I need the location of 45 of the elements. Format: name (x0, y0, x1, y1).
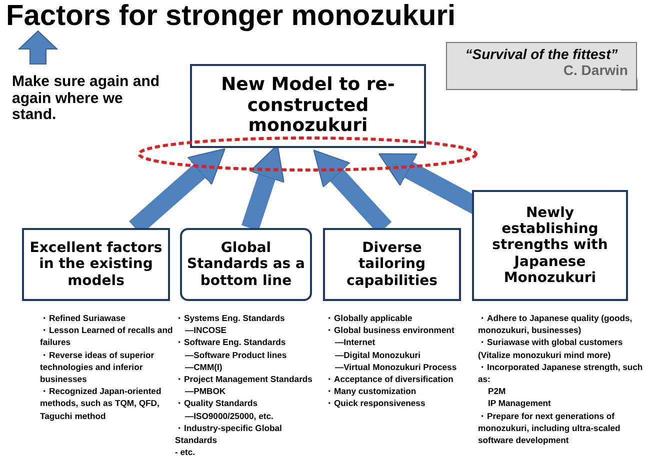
bullet-item: ・Refined Suriawase (40, 312, 126, 324)
bullet-item: ・Adhere to Japanese quality (goods, monozukuri, businesses) (478, 312, 634, 336)
bullet-item: P2M (487, 385, 507, 398)
box-title: New Model to re-constructed monozukuri (220, 74, 396, 138)
bullet-item: ・Acceptance of diversification (325, 373, 454, 386)
factor-box (323, 228, 461, 301)
bullet-item: —ISO9000/25000, etc. (184, 410, 274, 422)
box-title: Newly establishing strengths with Japanese Monozukuri (491, 205, 609, 286)
bullet-item: —PMBOK (184, 385, 227, 398)
quote-note (446, 42, 637, 90)
bullet-item: IP Management (487, 397, 552, 410)
bullet-item: ・Prepare for next generations of monozukuri, including ultra-scaled software development (478, 410, 622, 446)
bullet-item: —Virtual Monozukuri Process (334, 360, 458, 374)
bullet-item: ・Globally applicable (325, 312, 414, 324)
factor-box (472, 190, 628, 301)
factor-box (22, 228, 170, 301)
bullet-item: ・Project Management Standards (175, 373, 314, 386)
box-title: Excellent factors in the existing models (28, 240, 164, 289)
bullet-item: ・Reverse ideas of superior technologies and inferior businesses (40, 348, 156, 386)
bullet-item: ・Quick responsiveness (325, 397, 426, 410)
bullet-item: ・Systems Eng. Standards (175, 312, 286, 324)
bullet-item: —Software Product lines (184, 348, 288, 361)
quote-text: “Survival of the fittest” (464, 46, 619, 62)
bullet-item: ・Lesson Learned of recalls and failures (40, 324, 174, 349)
bullet-item: - etc. (175, 446, 196, 458)
bullet-item: ・Software Eng. Standards (175, 336, 287, 349)
bullet-item: ・Recognized Japan-oriented methods, such as TQM, QFD, Taguchi method (40, 385, 162, 422)
bullet-item: —CMM(I) (184, 360, 224, 374)
bullet-item: —Digital Monozukuri (334, 348, 422, 361)
dashed-ellipse (137, 136, 478, 172)
bullet-item: —INCOSE (184, 324, 228, 336)
bullet-item: —Internet (334, 336, 376, 349)
bullet-item: ・Global business environment (325, 324, 456, 336)
note-text: Make sure again and again where we stand. (12, 74, 161, 124)
page-title: Factors for stronger monozukuri (6, 0, 456, 33)
bullet-item: ・Industry-specific Global Standards (175, 422, 283, 446)
bullet-item: ・Quality Standards (175, 397, 259, 410)
factor-box (180, 228, 312, 301)
bullet-item: ・Suriawase with global customers (Vitalize monozukuri mind more) (478, 336, 624, 361)
box-title: Global Standards as a bottom line (186, 240, 306, 289)
box-title: Diverse tailoring capabilities (346, 240, 438, 289)
bullet-item: ・Many customization (325, 385, 418, 398)
bullet-item: ・Incorporated Japanese strength, such as: (478, 360, 643, 386)
factor-box (190, 64, 426, 148)
quote-author: C. Darwin (562, 62, 628, 78)
